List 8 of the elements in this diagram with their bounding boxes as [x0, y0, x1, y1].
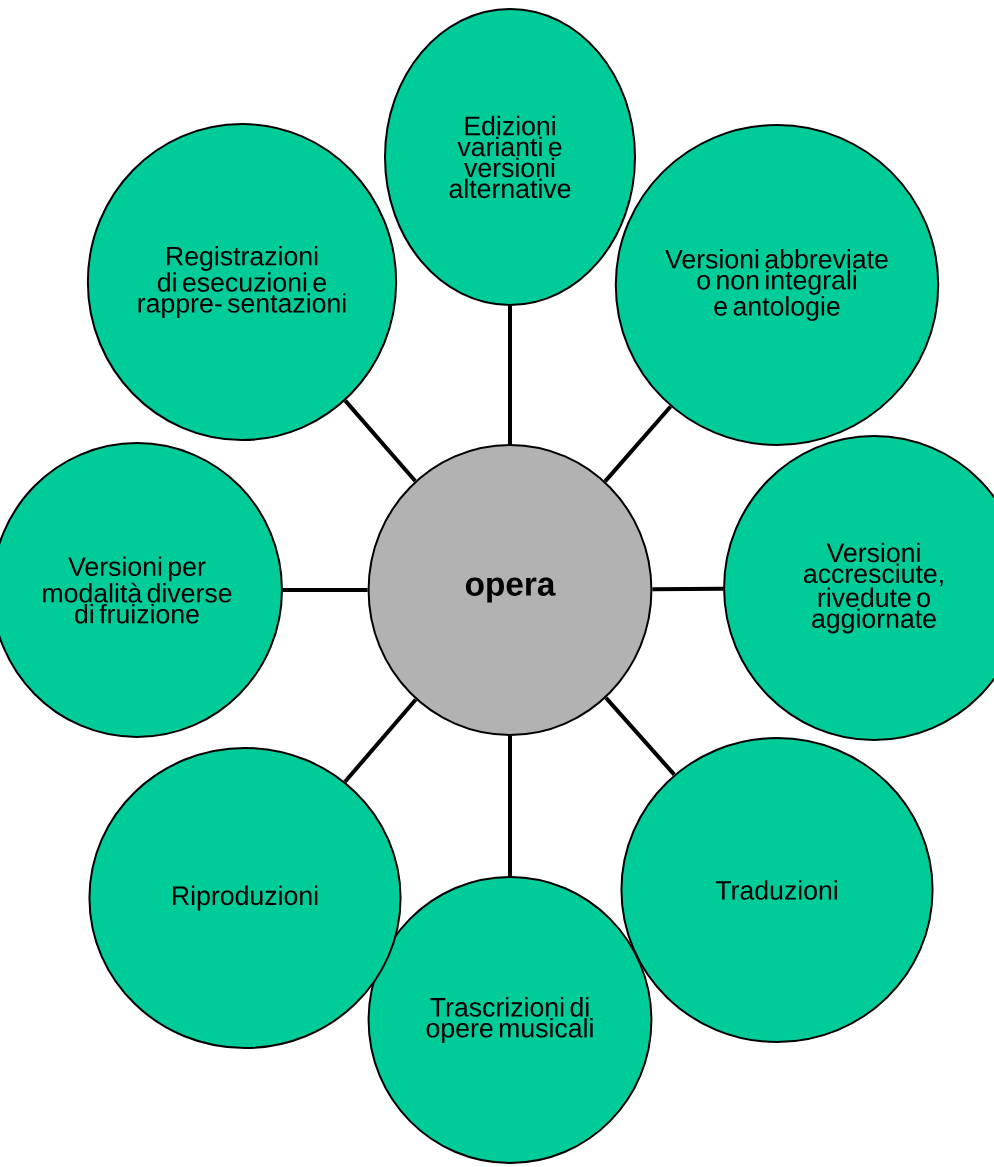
connector-line	[604, 696, 676, 776]
connector-line	[603, 405, 673, 483]
connector-line	[652, 586, 724, 592]
connector-line	[508, 306, 512, 444]
connector-line	[343, 399, 417, 483]
connector-line	[508, 736, 512, 876]
connector-line	[343, 698, 418, 784]
connector-line	[282, 588, 368, 592]
